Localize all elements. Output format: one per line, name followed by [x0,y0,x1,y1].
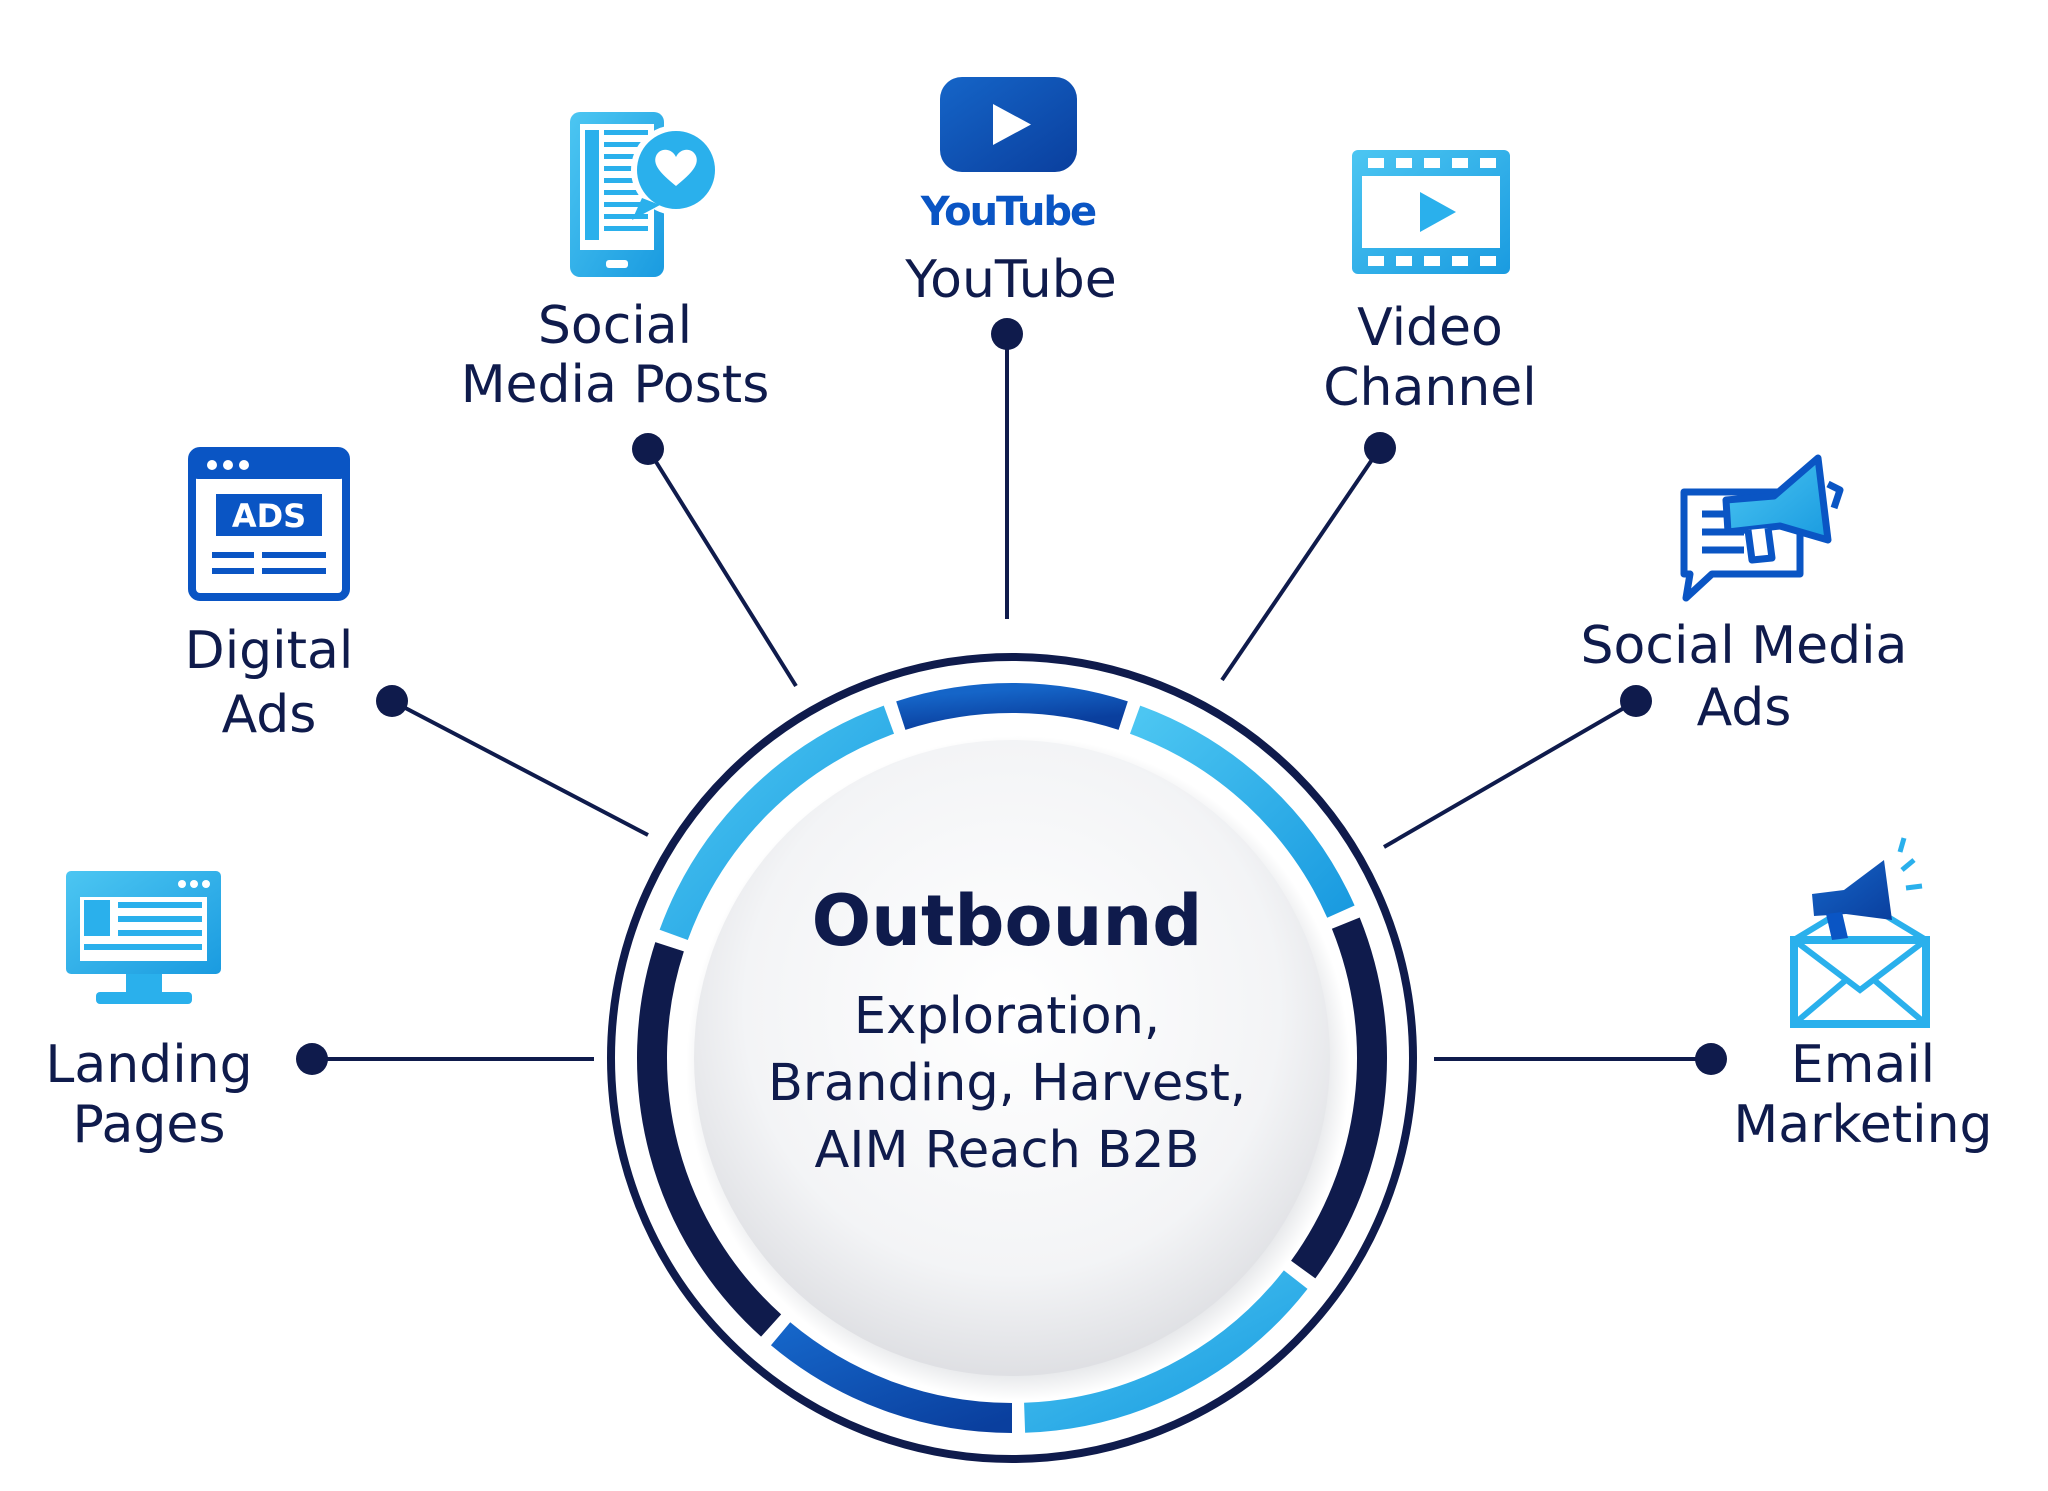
ring-segment-2 [1129,705,1355,918]
ads-browser-icon: ADS [188,447,350,601]
youtube-logo-icon: YouTube [920,77,1098,235]
ring-segment-6 [637,942,782,1337]
node-video-channel: Video Channel [1323,150,1537,418]
center-title: Outbound [812,880,1203,962]
dot-social-media-posts [632,433,664,465]
node-digital-ads: ADS Digital Ads [185,447,354,745]
dot-landing-pages [296,1043,328,1075]
connector-video-channel [1220,446,1382,682]
film-play-icon [1352,150,1510,274]
node-email-marketing: Email Marketing [1733,837,1993,1155]
connector-social-media-posts [646,447,798,688]
center-ring [607,653,1417,1463]
label-email-marketing-line-2: Marketing [1733,1095,1992,1155]
ring-segment-1 [896,683,1128,730]
dot-digital-ads [376,685,408,717]
label-digital-ads-line-2: Ads [222,685,317,745]
node-landing-pages: Landing Pages [45,871,253,1155]
connector-dots [296,318,1727,1075]
dot-youtube [991,318,1023,350]
label-social-media-ads-line-1: Social Media [1581,616,1908,676]
label-social-media-posts-line-2: Media Posts [461,355,770,415]
megaphone-chat-icon [1680,454,1844,602]
node-social-media-posts: Social Media Posts [461,112,770,415]
dot-email-marketing [1695,1043,1727,1075]
ring-segments [637,683,1387,1433]
connector-social-media-ads [1382,699,1638,849]
monitor-icon [66,871,221,1004]
label-social-media-posts-line-1: Social [538,296,692,356]
ring-segment-7 [659,705,895,941]
center-line-3: AIM Reach B2B [815,1121,1200,1180]
label-landing-pages-line-1: Landing [45,1035,252,1095]
center-disc [694,740,1330,1376]
label-email-marketing-line-1: Email [1791,1035,1935,1095]
connectors [312,334,1711,1061]
node-youtube: YouTube YouTube [904,77,1117,310]
label-video-channel-line-1: Video [1357,298,1503,358]
node-social-media-ads: Social Media Ads [1581,454,1908,738]
label-youtube: YouTube [904,250,1116,310]
dot-social-media-ads [1620,685,1652,717]
envelope-megaphone-icon [1790,837,1930,1028]
svg-text:YouTube: YouTube [920,189,1096,235]
phone-heart-icon [570,112,721,277]
label-landing-pages-line-2: Pages [73,1095,226,1155]
label-video-channel-line-2: Channel [1323,358,1536,418]
connector-digital-ads [391,699,649,837]
svg-text:ADS: ADS [232,497,306,535]
center-line-1: Exploration, [854,987,1160,1046]
label-social-media-ads-line-2: Ads [1697,678,1792,738]
label-digital-ads-line-1: Digital [185,621,354,681]
ring-segment-4 [1024,1270,1308,1433]
center-line-2: Branding, Harvest, [768,1054,1246,1113]
ring-segment-5 [770,1322,1013,1433]
dot-video-channel [1364,432,1396,464]
ring-segment-3 [1291,917,1387,1279]
